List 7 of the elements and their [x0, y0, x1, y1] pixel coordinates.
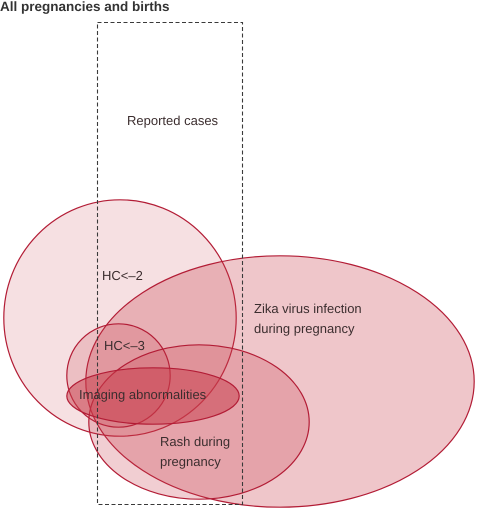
- set-label: Zika virus infection during pregnancy: [254, 300, 363, 338]
- set-label: HC<–3: [104, 337, 145, 355]
- set-label: HC<–2: [102, 267, 143, 285]
- set-label: Rash during pregnancy: [160, 433, 232, 471]
- set-label: Imaging abnormalities: [79, 386, 206, 404]
- diagram-title: All pregnancies and births: [0, 0, 170, 14]
- region-label: Reported cases: [127, 112, 218, 130]
